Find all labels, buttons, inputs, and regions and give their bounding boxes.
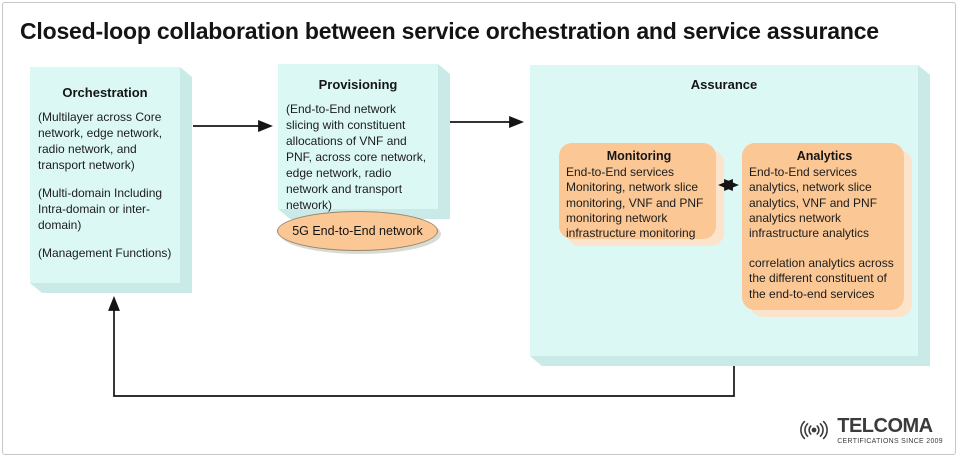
monitoring-title: Monitoring — [606, 149, 672, 163]
analytics-body: End-to-End services analytics, network s… — [749, 165, 878, 241]
page-title: Closed-loop collaboration between servic… — [20, 18, 879, 44]
orchestration-paragraph: (Management Functions) — [38, 245, 172, 260]
provisioning-box-face: Provisioning (End-to-End network slicing… — [278, 64, 438, 209]
monitoring-body: End-to-End services Monitoring, network … — [566, 165, 704, 241]
5g-ellipse-label: 5G End-to-End network — [292, 224, 423, 238]
radio-signal-icon — [800, 420, 829, 440]
orchestration-title: Orchestration — [62, 85, 148, 100]
orchestration-box-face: Orchestration (Multilayer across Core ne… — [30, 67, 180, 283]
telcoma-logo: TELCOMA CERTIFICATIONS SINCE 2009 — [794, 415, 943, 445]
analytics-correlation-body: correlation analytics across the differe… — [749, 255, 894, 301]
provisioning-paragraph: (End-to-End network slicing with constit… — [286, 102, 427, 212]
orchestration-paragraph: (Multilayer across Core network, edge ne… — [38, 110, 163, 172]
logo-tagline: CERTIFICATIONS SINCE 2009 — [837, 437, 943, 445]
monitoring-panel: Monitoring End-to-End services Monitorin… — [559, 143, 716, 241]
orchestration-box: Orchestration (Multilayer across Core ne… — [30, 67, 192, 293]
orchestration-paragraph: (Multi-domain Including Intra-domain or … — [38, 185, 163, 232]
5g-end-to-end-ellipse: 5G End-to-End network — [277, 211, 438, 251]
analytics-panel: Analytics End-to-End services analytics,… — [742, 143, 904, 310]
provisioning-title: Provisioning — [318, 77, 398, 92]
assurance-title: Assurance — [690, 77, 758, 92]
provisioning-box: Provisioning (End-to-End network slicing… — [278, 64, 450, 219]
analytics-title: Analytics — [796, 149, 853, 163]
logo-wordmark: TELCOMA — [837, 414, 933, 437]
